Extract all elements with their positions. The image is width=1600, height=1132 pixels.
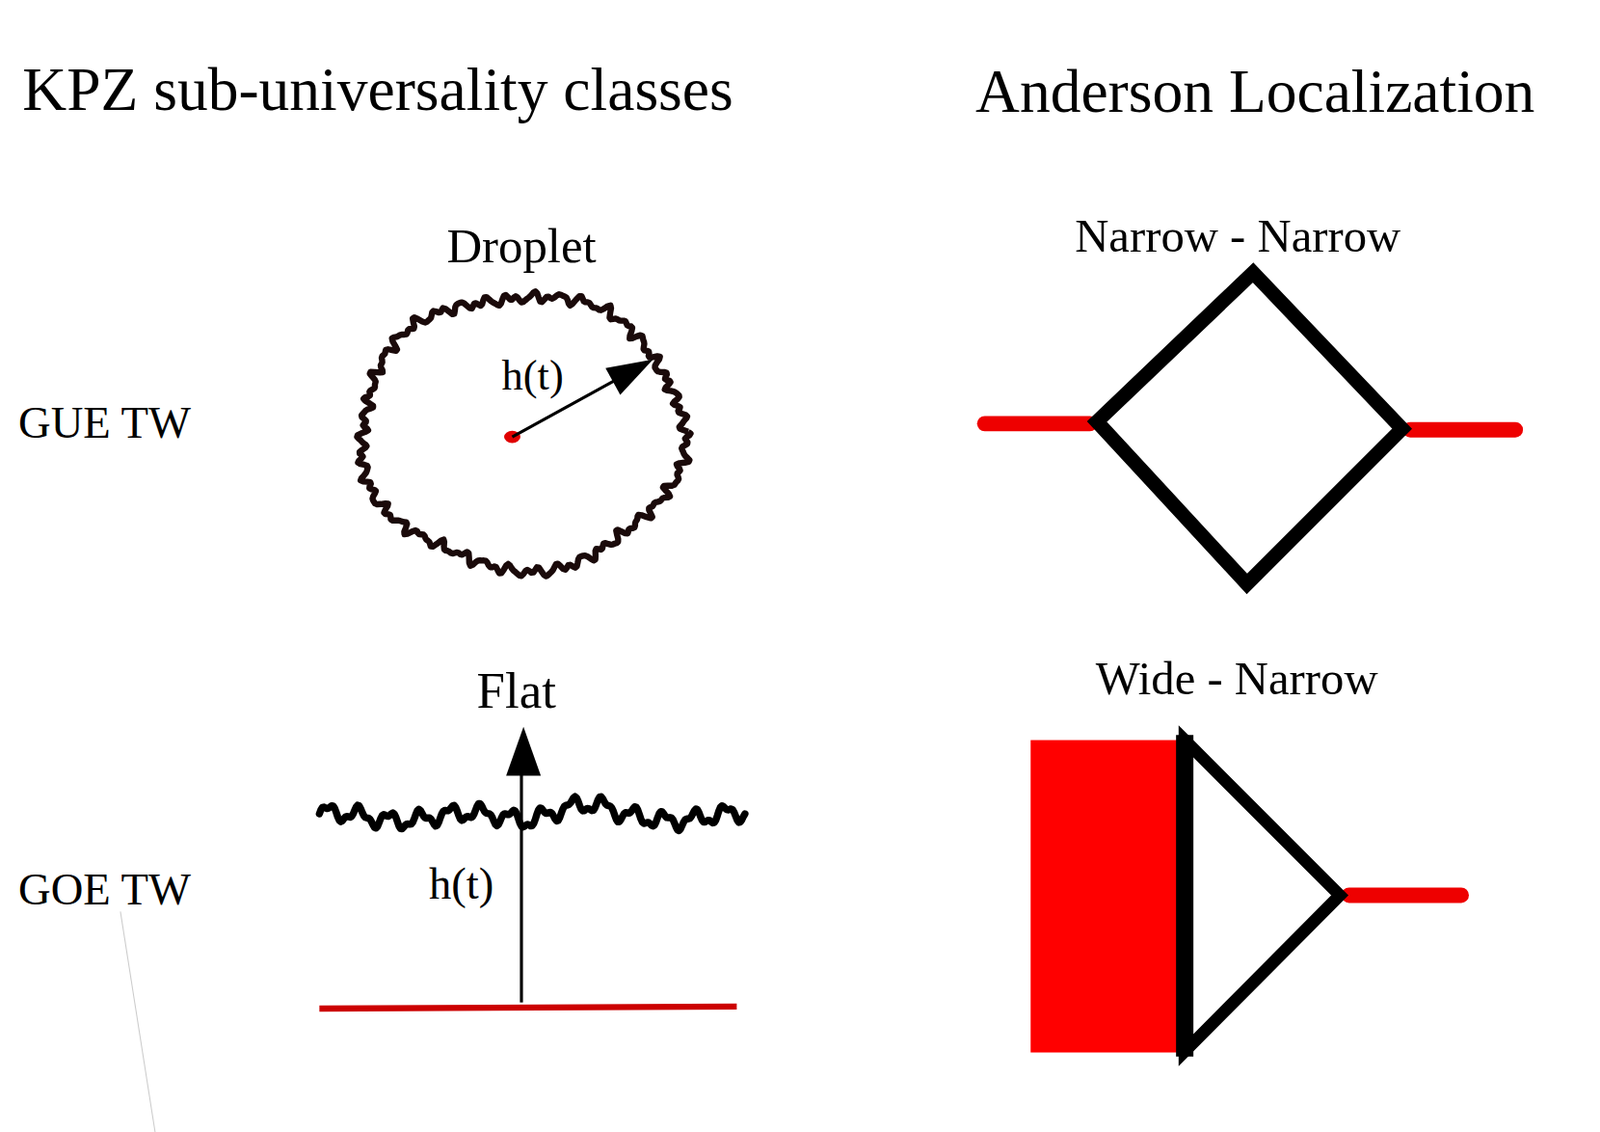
panel-title: KPZ sub-universality classes xyxy=(22,58,733,121)
class-label: GOE TW xyxy=(18,867,191,913)
flat-substrate xyxy=(319,1006,737,1009)
droplet-interface xyxy=(356,291,691,576)
wide-lead xyxy=(1030,740,1184,1053)
sample-edge xyxy=(1175,734,1194,1056)
arrow-head xyxy=(605,359,653,396)
geometry-label: Narrow - Narrow xyxy=(1074,213,1401,261)
triangle-sample xyxy=(1184,740,1340,1052)
lead xyxy=(1410,422,1516,438)
lead xyxy=(985,415,1091,431)
panel-title: Anderson Localization xyxy=(975,61,1535,124)
arrow-head xyxy=(506,726,541,776)
flat-interface xyxy=(319,796,745,830)
height-label: h(t) xyxy=(502,353,564,397)
diamond-sample xyxy=(1096,272,1403,585)
case-label: Flat xyxy=(477,664,557,716)
height-arrow xyxy=(519,770,523,1002)
stray-line xyxy=(120,910,156,1132)
case-label: Droplet xyxy=(446,221,596,271)
class-label: GUE TW xyxy=(18,400,191,447)
geometry-label: Wide - Narrow xyxy=(1095,655,1379,703)
height-label: h(t) xyxy=(428,861,494,907)
lead xyxy=(1349,887,1462,904)
